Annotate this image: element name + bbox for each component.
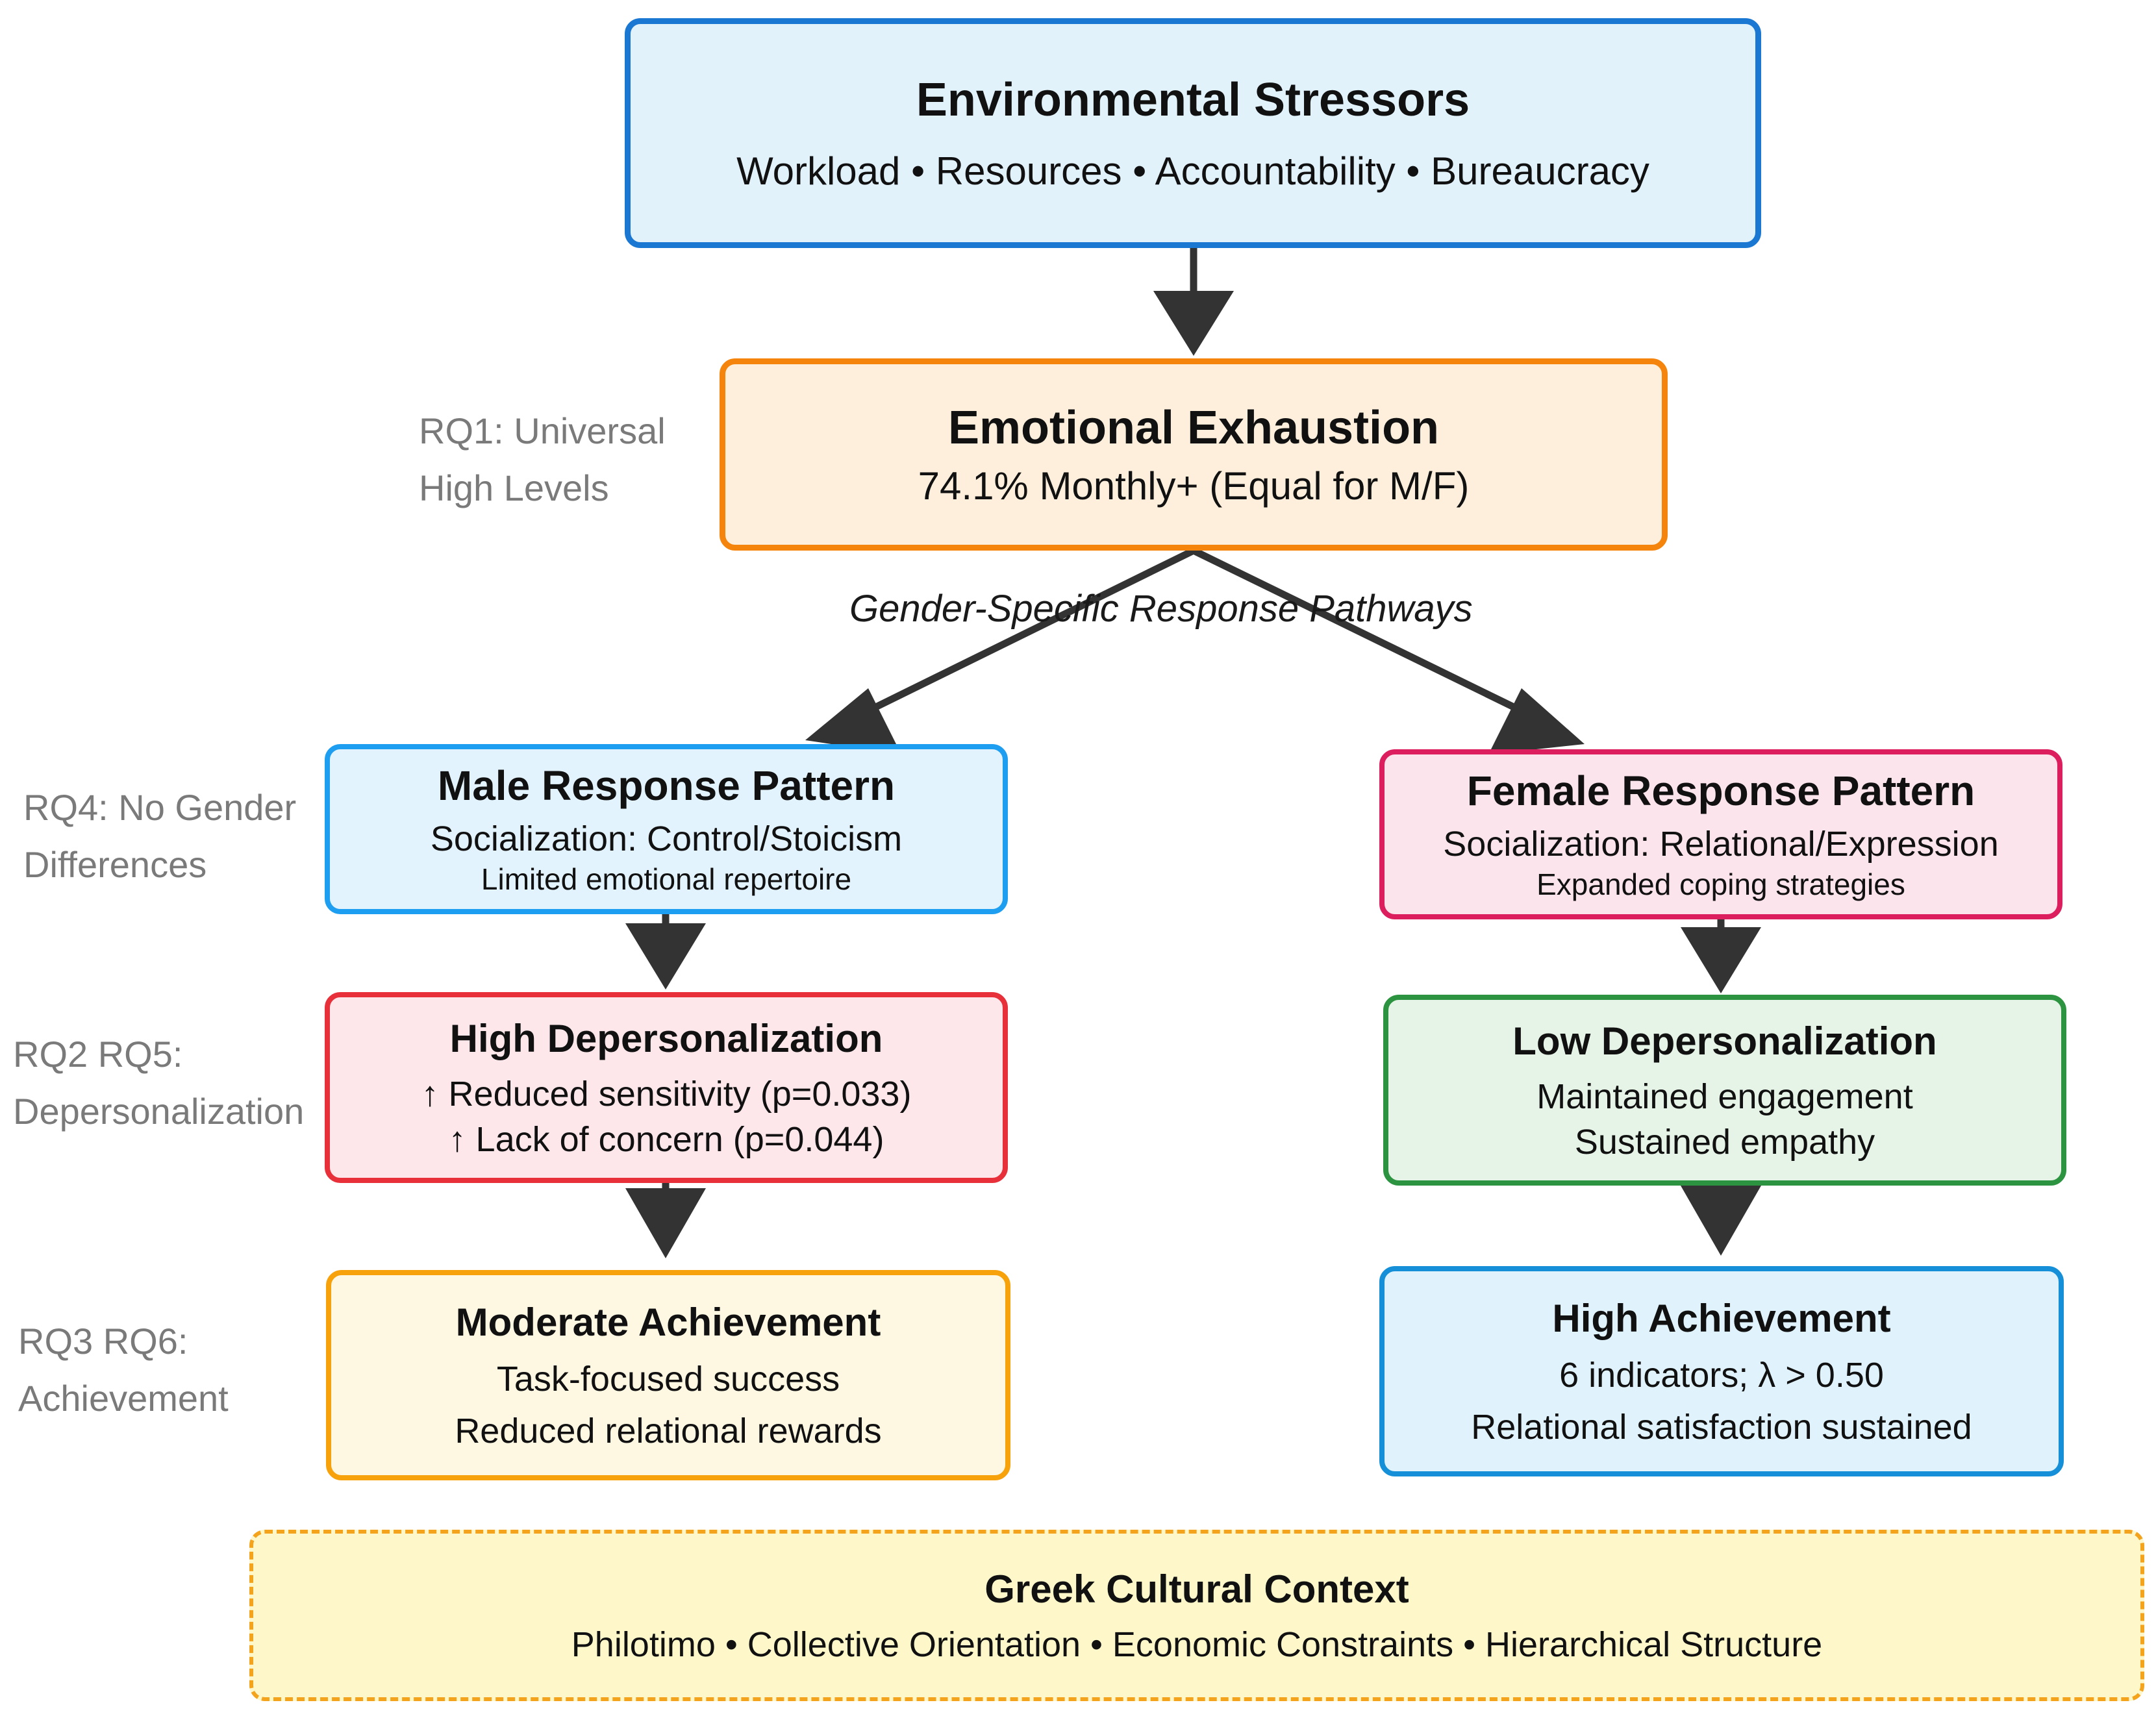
connector-exhaustion-to-male [805, 547, 1196, 754]
side-label-rq3-rq6: RQ3 RQ6: Achievement [18, 1321, 229, 1419]
male-line2: Limited emotional repertoire [481, 862, 852, 896]
low-dep-line1: Maintained engagement [1536, 1077, 1913, 1116]
connector-exhaustion-to-female [1192, 547, 1585, 754]
side-label-rq2-rq5: RQ2 RQ5: Depersonalization [13, 1034, 305, 1132]
stressors-subtitle: Workload • Resources • Accountability • … [736, 149, 1649, 193]
connector-high-dep-to-mod-ach [625, 1174, 706, 1258]
connector-low-dep-to-high-ach [1681, 1174, 1761, 1256]
side-label-rq4: RQ4: No Gender Differences [23, 787, 297, 885]
low-dep-title: Low Depersonalization [1512, 1019, 1937, 1063]
pathway-label: Gender-Specific Response Pathways [849, 588, 1473, 630]
high-dep-title: High Depersonalization [449, 1016, 883, 1060]
high-ach-line1: 6 indicators; λ > 0.50 [1559, 1355, 1884, 1395]
greek-cultural-context-box: Greek Cultural Context Philotimo • Colle… [249, 1530, 2144, 1701]
exhaustion-title: Emotional Exhaustion [947, 401, 1440, 454]
high-ach-line2: Relational satisfaction sustained [1471, 1407, 1972, 1447]
male-response-pattern-box: Male Response Pattern Socialization: Con… [325, 744, 1008, 914]
moderate-achievement-box: Moderate Achievement Task-focused succes… [326, 1270, 1010, 1480]
high-ach-title: High Achievement [1552, 1296, 1891, 1340]
female-title: Female Response Pattern [1466, 767, 1975, 814]
high-dep-line1: ↑ Reduced sensitivity (p=0.033) [421, 1074, 912, 1114]
high-achievement-box: High Achievement 6 indicators; λ > 0.50 … [1379, 1266, 2064, 1476]
connector-female-to-low-dep [1681, 919, 1761, 993]
female-line1: Socialization: Relational/Expression [1443, 825, 1999, 864]
environmental-stressors-box: Environmental Stressors Workload • Resou… [625, 18, 1761, 248]
mod-ach-line2: Reduced relational rewards [455, 1411, 882, 1450]
side-label-rq1: RQ1: Universal High Levels [419, 410, 666, 508]
stressors-title: Environmental Stressors [916, 73, 1470, 126]
exhaustion-subtitle: 74.1% Monthly+ (Equal for M/F) [918, 464, 1470, 508]
low-dep-line2: Sustained empathy [1574, 1122, 1875, 1162]
male-line1: Socialization: Control/Stoicism [430, 819, 903, 858]
low-depersonalization-box: Low Depersonalization Maintained engagem… [1383, 995, 2066, 1186]
high-dep-line2: ↑ Lack of concern (p=0.044) [448, 1119, 884, 1159]
male-title: Male Response Pattern [437, 762, 896, 809]
mod-ach-line1: Task-focused success [496, 1359, 840, 1399]
emotional-exhaustion-box: Emotional Exhaustion 74.1% Monthly+ (Equ… [720, 358, 1668, 551]
connector-stressors-to-exhaustion [1153, 248, 1234, 356]
female-line2: Expanded coping strategies [1536, 867, 1905, 901]
greek-title: Greek Cultural Context [984, 1567, 1409, 1611]
greek-subtitle: Philotimo • Collective Orientation • Eco… [571, 1625, 1823, 1664]
connector-male-to-high-dep [625, 914, 706, 990]
high-depersonalization-box: High Depersonalization ↑ Reduced sensiti… [325, 992, 1008, 1183]
mod-ach-title: Moderate Achievement [455, 1300, 881, 1344]
female-response-pattern-box: Female Response Pattern Socialization: R… [1379, 749, 2062, 919]
